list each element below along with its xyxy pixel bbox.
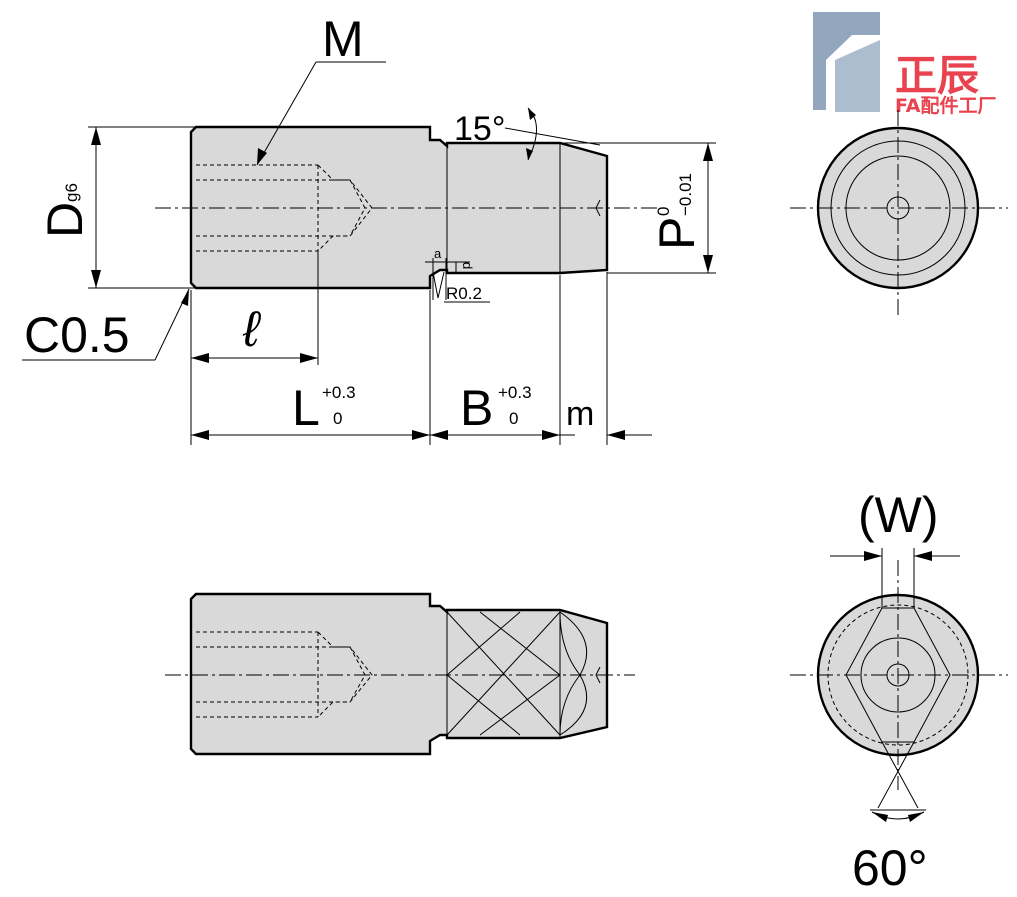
groove-a-label: a <box>434 246 442 261</box>
dimension-L-label: L <box>292 380 320 436</box>
dimension-L-upper: +0.3 <box>322 383 356 402</box>
width-flats-label: (W) <box>858 487 939 543</box>
dimension-l-label: ℓ <box>242 301 261 357</box>
logo-mark-right <box>835 40 880 112</box>
dimension-p-lower: −0.01 <box>676 173 695 216</box>
taper-angle-line <box>504 127 601 146</box>
brand-logo: 正辰 FA配件工厂 <box>813 12 997 117</box>
end-view-top <box>790 110 1008 318</box>
pin-body-bottom <box>189 592 609 756</box>
groove-radius-mark <box>432 271 445 299</box>
dimension-d-tolerance: g6 <box>62 183 81 202</box>
dimension-d-label: D <box>37 202 93 238</box>
flats-angle-label: 60° <box>852 840 928 896</box>
dimension-B-upper: +0.3 <box>498 383 532 402</box>
dimension-B-label: B <box>460 380 493 436</box>
front-view-top: D g6 C0.5 M ℓ L +0.3 0 <box>22 11 716 445</box>
logo-chinese-text: 正辰 <box>895 51 979 100</box>
chamfer-label: C0.5 <box>24 307 130 363</box>
thread-label: M <box>322 11 364 67</box>
logo-subtitle-text: FA配件工厂 <box>895 94 997 117</box>
groove-d-label: d <box>460 262 475 269</box>
dimension-p-upper: 0 <box>654 207 673 216</box>
logo-mark-left <box>813 12 880 110</box>
groove-radius-label: R0.2 <box>446 284 482 303</box>
hidden-thread-bottom <box>196 631 373 718</box>
dimension-L-lower: 0 <box>333 409 342 428</box>
end-view-bottom: (W) 60° <box>790 487 1008 896</box>
taper-angle-label: 15° <box>454 110 505 148</box>
dimension-m-label: m <box>566 395 594 433</box>
dimension-B-lower: 0 <box>509 409 518 428</box>
front-view-bottom <box>165 592 635 756</box>
dimension-p-label: P <box>649 217 705 250</box>
thread-leader <box>256 61 317 166</box>
